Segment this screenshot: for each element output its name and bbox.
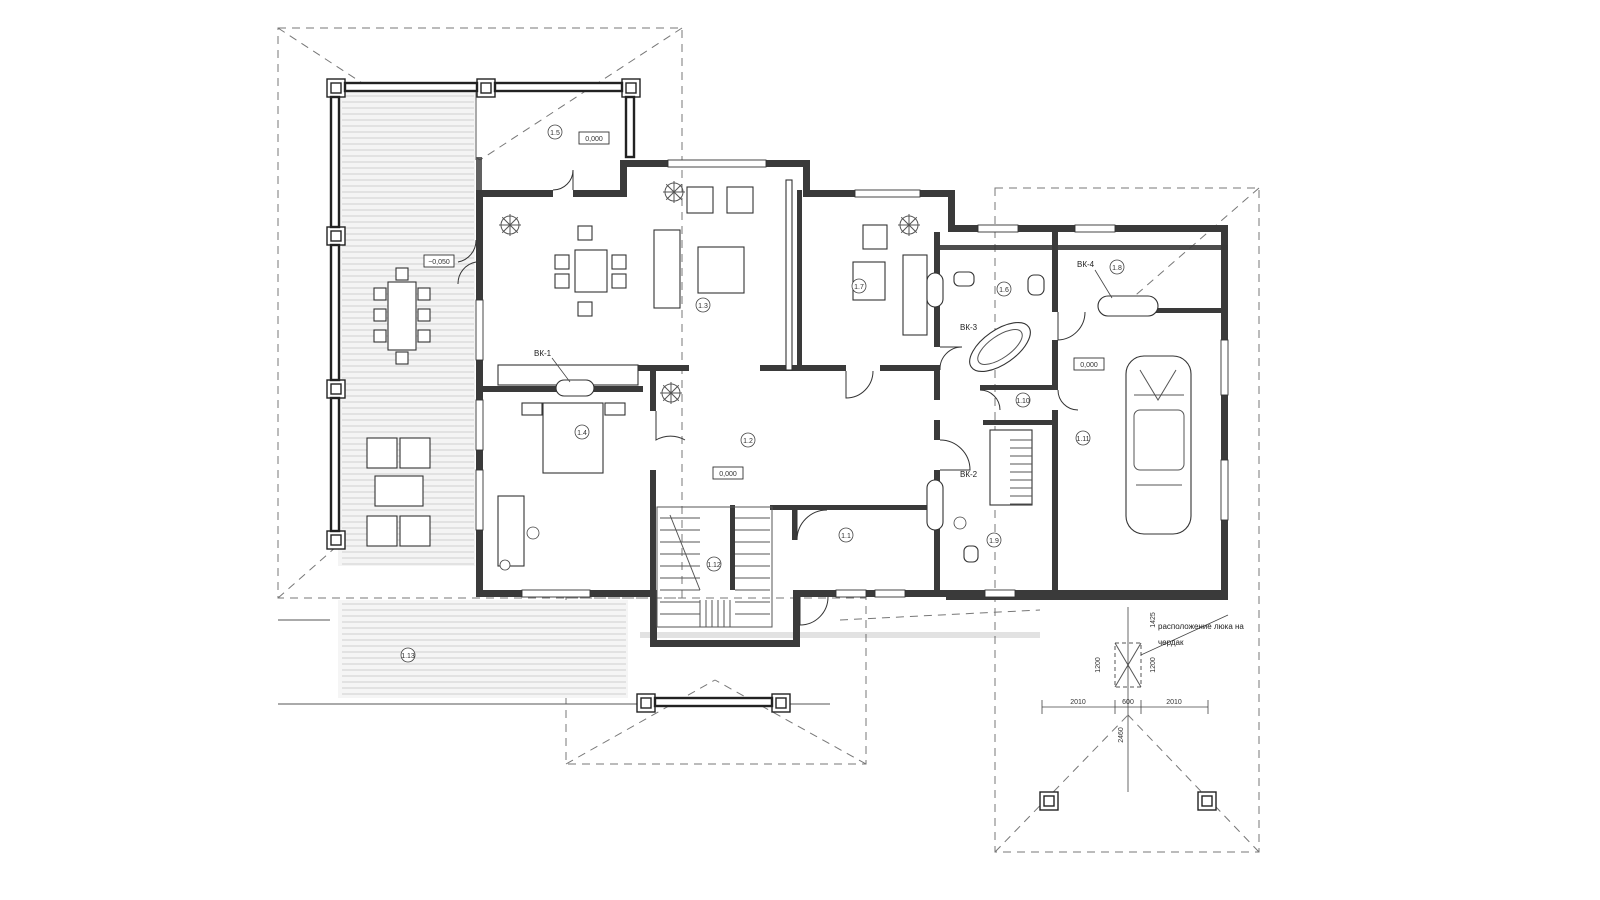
living-furniture: [554, 179, 928, 371]
room-label-1.3: 1.3: [698, 303, 708, 310]
bath-fixtures: [953, 271, 1045, 563]
porch-walls: [475, 92, 482, 190]
room-label-1.5: 1.5: [550, 130, 560, 137]
plant-leaf: [908, 216, 918, 226]
front-deck: [278, 600, 830, 705]
vent-labels: ВК-1 ВК-2 ВК-3 ВК-4: [534, 260, 1113, 479]
room-label-1.9: 1.9: [989, 538, 999, 545]
room-label-1.13: 1.13: [401, 653, 415, 660]
plant-leaf: [670, 384, 680, 394]
plant-leaf: [509, 216, 519, 226]
plant-leaf: [665, 191, 675, 201]
plant-leaf: [662, 384, 672, 394]
room-labels: 1.3 1.5 1.7 1.6 1.8 1.10 1.4 1.2 1.11 1.…: [400, 124, 1125, 663]
attic-annotation-line2: чердак: [1158, 638, 1184, 647]
dim-600: 600: [1122, 699, 1134, 706]
room-label-1.11: 1.11: [1076, 436, 1089, 443]
dim-2460: 2460: [1118, 727, 1125, 743]
level-porch: 0,000: [585, 136, 603, 143]
terrace-beams: [329, 81, 774, 708]
plant-leaf: [665, 183, 675, 193]
room-label-1.7: 1.7: [854, 284, 864, 291]
plant-leaf: [673, 183, 683, 193]
vent-label-vk4: ВК-4: [1077, 260, 1095, 269]
dim-1200-right: 1200: [1150, 657, 1157, 673]
vent-ducts: [555, 272, 1159, 531]
room-label-1.2: 1.2: [743, 438, 753, 445]
plants: [499, 181, 920, 404]
attic-hatch: [1041, 607, 1229, 792]
dimension-labels: 2010 600 2010 1200 1200 1425 2460: [1070, 612, 1182, 743]
vent-label-vk3: ВК-3: [960, 323, 978, 332]
level-garage: 0,000: [1080, 362, 1098, 369]
terrace-furniture: [366, 267, 431, 547]
level-terrace: −0,050: [428, 259, 450, 266]
doors: [457, 169, 1086, 626]
room-label-1.6: 1.6: [999, 287, 1009, 294]
level-hall: 0,000: [719, 471, 737, 478]
plant-leaf: [509, 224, 519, 234]
kitchen-furniture: [497, 364, 639, 571]
room-label-1.10: 1.10: [1016, 398, 1030, 405]
terrace-posts: [326, 78, 1217, 811]
plant-leaf: [501, 216, 511, 226]
car: [1125, 355, 1192, 535]
plant-leaf: [900, 216, 910, 226]
attic-annotation: расположение люка на чердак: [1158, 622, 1244, 647]
level-marks: −0,050 0,000 0,000 0,000: [423, 131, 1105, 480]
room-label-1.1: 1.1: [841, 533, 851, 540]
dim-2010-left: 2010: [1070, 699, 1086, 706]
windows: [475, 159, 1229, 598]
plant-leaf: [900, 224, 910, 234]
plant-leaf: [908, 224, 918, 234]
staircase: [656, 506, 773, 628]
plant-leaf: [662, 392, 672, 402]
vent-label-vk1: ВК-1: [534, 349, 552, 358]
plant-leaf: [501, 224, 511, 234]
room-label-1.8: 1.8: [1112, 265, 1122, 272]
room-label-1.12: 1.12: [707, 562, 721, 569]
attic-annotation-line1: расположение люка на: [1158, 622, 1244, 631]
dim-1425: 1425: [1150, 612, 1157, 628]
vent-label-vk2: ВК-2: [960, 470, 978, 479]
plant-leaf: [673, 191, 683, 201]
plant-leaf: [670, 392, 680, 402]
dim-1200-left: 1200: [1095, 657, 1102, 673]
room-label-1.4: 1.4: [577, 430, 587, 437]
dim-2010-right: 2010: [1166, 699, 1182, 706]
